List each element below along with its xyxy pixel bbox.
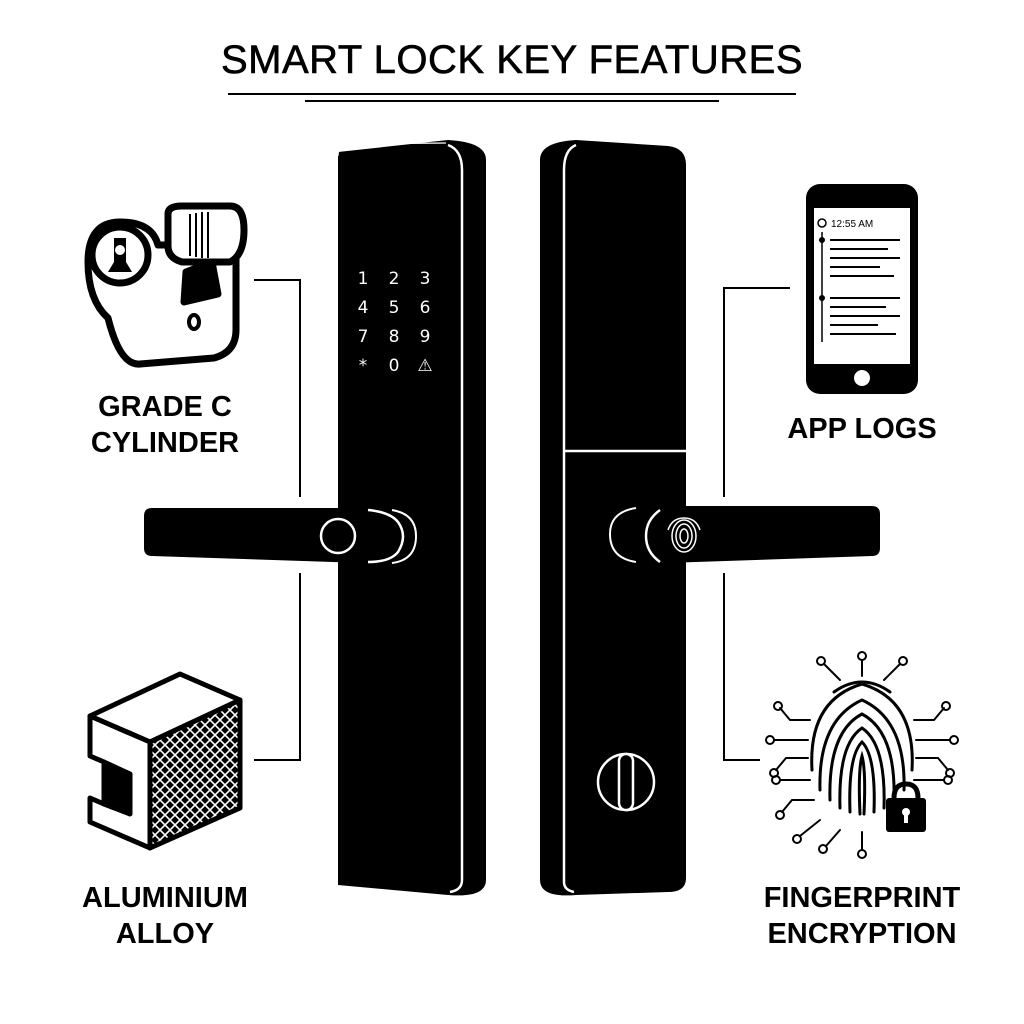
keypad-key: 6 — [420, 298, 431, 318]
keypad-key: 5 — [389, 298, 400, 318]
keypad-key: ⚠ — [417, 356, 432, 376]
page-title: SMART LOCK KEY FEATURES — [220, 38, 804, 83]
keypad-key: 1 — [358, 269, 369, 289]
cylinder-label-line2: CYLINDER — [91, 427, 239, 459]
keypad-key: 2 — [389, 269, 400, 289]
alloy-label-line2: ALLOY — [116, 918, 214, 950]
fingerprint-circuit-icon — [765, 651, 959, 859]
keypad-key: 0 — [389, 356, 400, 376]
keypad-key: 4 — [358, 298, 369, 318]
title-underline-bottom — [305, 100, 719, 102]
connector-alloy — [254, 573, 301, 761]
keypad-key: 7 — [358, 327, 369, 347]
padlock-icon — [886, 781, 926, 832]
connector-app-logs — [723, 287, 790, 497]
connector-cylinder — [254, 279, 301, 497]
keypad-key: 3 — [420, 269, 431, 289]
handle-fingerprint-sensor-icon — [667, 517, 701, 553]
handle-right — [608, 506, 880, 564]
connector-lines — [254, 279, 790, 761]
title-underline-top — [228, 93, 796, 95]
keypad-key: * — [359, 356, 368, 376]
app-logs-label: APP LOGS — [787, 413, 936, 445]
phone-time-text: 12:55 AM — [831, 219, 873, 230]
alloy-label-line1: ALUMINIUM — [82, 882, 248, 914]
lock-cylinder-icon — [84, 202, 248, 368]
handle-left — [144, 508, 418, 564]
keypad-key: 9 — [420, 327, 431, 347]
fingerprint-label-line2: ENCRYPTION — [767, 918, 956, 950]
connector-fingerprint — [723, 573, 760, 761]
cylinder-label-line1: GRADE C — [98, 391, 232, 423]
keypad-key: 8 — [389, 327, 400, 347]
smartphone-icon — [806, 184, 918, 394]
fingerprint-label-line1: FINGERPRINT — [764, 882, 961, 914]
aluminium-profile-icon — [87, 671, 243, 851]
